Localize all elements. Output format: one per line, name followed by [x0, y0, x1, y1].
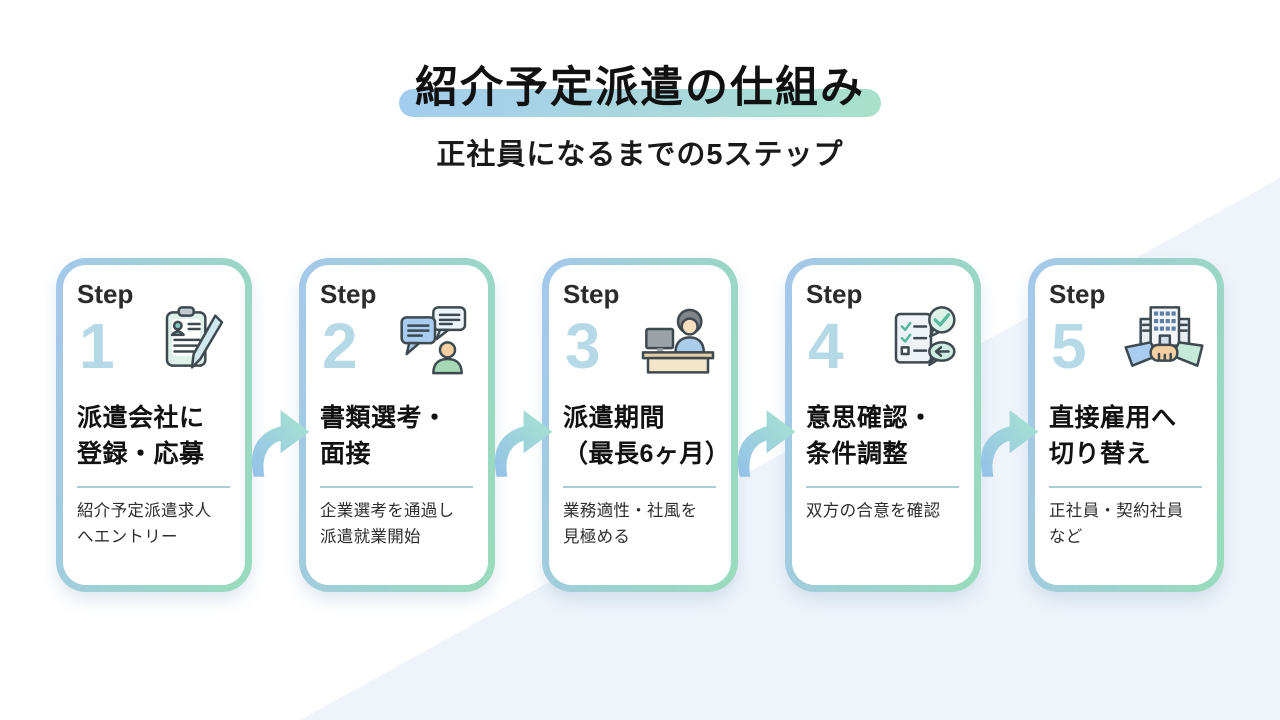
step-number: 2 [322, 310, 358, 383]
step-number: 5 [1051, 310, 1087, 383]
divider [806, 486, 959, 488]
clipboard-pen-icon [165, 306, 224, 369]
step-title: 意思確認・ 条件調整 [806, 404, 934, 468]
divider [77, 486, 230, 488]
step-number: 3 [565, 310, 601, 383]
next-step-arrow-icon [980, 410, 1039, 477]
step-label: Step [563, 279, 620, 309]
next-step-arrow-icon [494, 410, 553, 477]
step-number: 1 [79, 310, 115, 383]
step-title: 直接雇用へ 切り替え [1049, 404, 1177, 468]
step-card-2: Step 2 書類選考・ [299, 258, 495, 592]
step-title: 派遣期間 （最長6ヶ月） [563, 404, 731, 468]
checklist-approval-icon [894, 306, 956, 367]
step-title: 書類選考・ 面接 [320, 404, 448, 468]
step-number: 4 [808, 310, 844, 383]
step-card-1: Step 1 派遣会社に 登録・応募 [56, 258, 252, 592]
page-title: 紹介予定派遣の仕組み [415, 64, 865, 112]
step-title: 派遣会社に 登録・応募 [77, 404, 205, 468]
step-label: Step [806, 279, 863, 309]
step-label: Step [77, 279, 134, 309]
next-step-arrow-icon [737, 410, 796, 477]
desk-worker-icon [641, 308, 715, 374]
steps-row: Step 1 派遣会社に 登録・応募 [56, 258, 1224, 592]
building-handshake-icon [1124, 306, 1204, 367]
chat-bubbles-icon [400, 306, 467, 375]
step-description: 紹介予定派遣求人 へエントリー [77, 502, 212, 546]
step-card-5: Step 5 [1028, 258, 1224, 592]
step-description: 双方の合意を確認 [806, 502, 941, 520]
divider [563, 486, 716, 488]
step-label: Step [320, 279, 377, 309]
step-label: Step [1049, 279, 1106, 309]
step-description: 企業選考を通過し 派遣就業開始 [320, 502, 455, 546]
header: 紹介予定派遣の仕組み 正社員になるまでの5ステップ [0, 62, 1280, 173]
step-card-3: Step 3 派遣期間 （最長6ヶ月） 業務適性・社風を 見極める [542, 258, 738, 592]
title-highlight-bar [399, 88, 881, 117]
step-card-4: Step 4 [785, 258, 981, 592]
divider [320, 486, 473, 488]
divider [1049, 486, 1202, 488]
step-description: 業務適性・社風を 見極める [563, 502, 698, 546]
step-description: 正社員・契約社員 など [1049, 502, 1184, 546]
next-step-arrow-icon [251, 410, 310, 477]
page-subtitle: 正社員になるまでの5ステップ [436, 138, 844, 171]
